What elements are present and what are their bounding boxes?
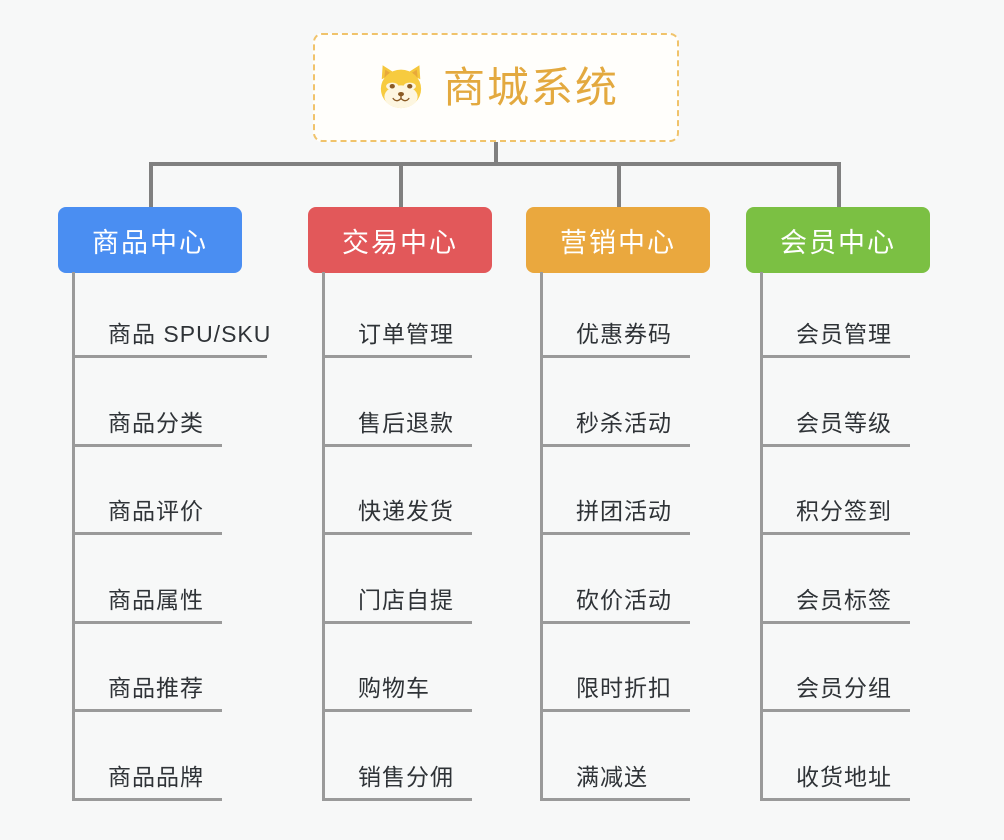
shiba-dog-icon xyxy=(373,60,429,116)
leaf-underline xyxy=(760,709,910,712)
leaf-underline xyxy=(72,355,267,358)
category-label-4: 会员中心 xyxy=(780,227,896,258)
branch-trunk-line xyxy=(540,272,543,801)
leaf-label: 购物车 xyxy=(358,675,430,701)
leaf-underline xyxy=(72,709,222,712)
leaf-underline xyxy=(540,355,690,358)
leaf-label: 拼团活动 xyxy=(576,498,672,524)
category-box-1[interactable]: 商品中心 xyxy=(58,207,242,273)
leaf-label: 限时折扣 xyxy=(576,675,672,701)
category-box-4[interactable]: 会员中心 xyxy=(746,207,930,273)
leaf-underline xyxy=(322,797,472,801)
leaf-label: 会员管理 xyxy=(796,321,892,347)
drop-line-3 xyxy=(617,162,621,208)
root-stem-line xyxy=(494,142,498,164)
leaf-underline xyxy=(760,620,910,624)
leaf-underline xyxy=(540,532,690,535)
leaf-label: 会员分组 xyxy=(796,675,892,701)
leaf-underline xyxy=(322,532,472,535)
leaf-label: 收货地址 xyxy=(796,763,892,790)
leaf-underline xyxy=(322,355,472,358)
category-box-2[interactable]: 交易中心 xyxy=(308,207,492,273)
leaf-label: 会员等级 xyxy=(796,409,892,436)
leaf-label: 会员标签 xyxy=(796,586,892,613)
leaf-label: 商品品牌 xyxy=(108,763,204,790)
leaf-label: 满减送 xyxy=(576,763,648,790)
leaf-underline xyxy=(322,709,472,712)
category-label-3: 营销中心 xyxy=(560,227,676,258)
category-label-1: 商品中心 xyxy=(92,227,208,258)
leaf-underline xyxy=(760,532,910,535)
leaf-label: 销售分佣 xyxy=(358,763,454,790)
branch-trunk-line xyxy=(72,272,75,801)
leaf-underline xyxy=(540,797,690,801)
leaf-label: 门店自提 xyxy=(358,586,454,613)
root-node[interactable]: 商城系统 xyxy=(313,33,679,142)
leaf-label: 商品 SPU/SKU xyxy=(108,321,272,347)
leaf-underline xyxy=(540,443,690,447)
leaf-label: 积分签到 xyxy=(796,498,892,524)
leaf-label: 商品属性 xyxy=(108,586,204,613)
leaf-label: 订单管理 xyxy=(358,321,454,347)
branch-trunk-line xyxy=(760,272,763,801)
leaf-underline xyxy=(760,797,910,801)
drop-line-4 xyxy=(837,162,841,208)
leaf-label: 商品推荐 xyxy=(108,675,204,701)
root-title: 商城系统 xyxy=(442,63,619,111)
drop-line-2 xyxy=(399,162,403,208)
leaf-underline xyxy=(540,709,690,712)
leaf-label: 优惠券码 xyxy=(576,321,672,347)
leaf-underline xyxy=(322,443,472,447)
horizontal-bus-line xyxy=(150,162,840,166)
leaf-underline xyxy=(72,443,222,447)
leaf-label: 商品分类 xyxy=(108,409,204,436)
leaf-label: 商品评价 xyxy=(108,498,204,524)
leaf-label: 砍价活动 xyxy=(576,586,672,613)
branch-trunk-line xyxy=(322,272,325,801)
category-label-2: 交易中心 xyxy=(342,227,458,258)
leaf-label: 秒杀活动 xyxy=(576,409,672,436)
leaf-underline xyxy=(760,443,910,447)
category-box-3[interactable]: 营销中心 xyxy=(526,207,710,273)
leaf-underline xyxy=(72,797,222,801)
leaf-label: 售后退款 xyxy=(358,409,454,436)
leaf-label: 快递发货 xyxy=(358,498,454,524)
leaf-underline xyxy=(322,620,472,624)
leaf-underline xyxy=(540,620,690,624)
leaf-underline xyxy=(72,532,222,535)
leaf-underline xyxy=(760,355,910,358)
drop-line-1 xyxy=(149,162,153,208)
leaf-underline xyxy=(72,620,222,624)
